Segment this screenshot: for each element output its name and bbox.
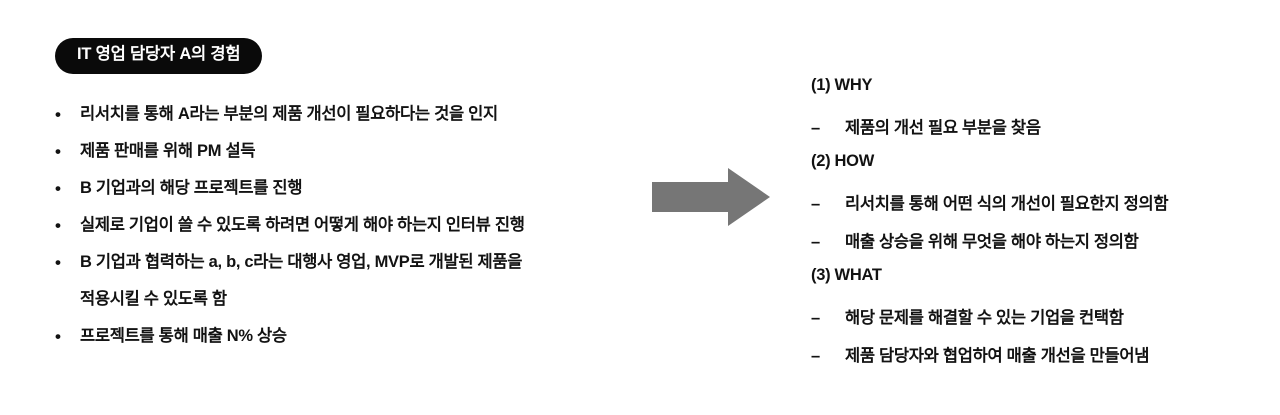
framework-detail-item: – 제품의 개선 필요 부분을 찾음 [811, 114, 1271, 152]
framework-heading-what: (3) WHAT [811, 266, 1271, 304]
bullet-marker-icon: • [55, 215, 61, 235]
bullet-marker-icon: • [55, 326, 61, 346]
framework-heading-why: (1) WHY [811, 76, 1271, 114]
bullet-marker-icon: • [55, 178, 61, 198]
framework-heading-text: (3) WHAT [811, 266, 882, 284]
list-item: • 프로젝트를 통해 매출 N% 상승 [55, 318, 655, 355]
bullet-marker-icon: • [55, 104, 61, 124]
dash-marker-icon: – [811, 309, 820, 327]
framework-heading-text: (1) WHY [811, 76, 873, 94]
arrow-right-shape [652, 168, 770, 226]
arrow-right-icon [652, 168, 770, 226]
left-panel: IT 영업 담당자 A의 경험 • 리서치를 통해 A라는 부분의 제품 개선이… [55, 38, 655, 355]
framework-detail-item: – 해당 문제를 해결할 수 있는 기업을 컨택함 [811, 304, 1271, 342]
section-title-pill: IT 영업 담당자 A의 경험 [55, 38, 263, 74]
experience-bullet-list: • 리서치를 통해 A라는 부분의 제품 개선이 필요하다는 것을 인지 • 제… [55, 96, 655, 355]
framework-heading-text: (2) HOW [811, 152, 874, 170]
list-item: • 실제로 기업이 쓸 수 있도록 하려면 어떻게 해야 하는지 인터뷰 진행 [55, 207, 655, 244]
dash-marker-icon: – [811, 347, 820, 365]
framework-detail-text: 매출 상승을 위해 무엇을 해야 하는지 정의함 [845, 233, 1139, 251]
dash-marker-icon: – [811, 119, 820, 137]
list-item-text: B 기업과의 해당 프로젝트를 진행 [80, 178, 303, 197]
framework-detail-item: – 제품 담당자와 협업하여 매출 개선을 만들어냄 [811, 342, 1271, 380]
framework-detail-text: 제품 담당자와 협업하여 매출 개선을 만들어냄 [845, 347, 1150, 365]
list-item-text: 제품 판매를 위해 PM 설득 [80, 141, 256, 160]
framework-detail-item: – 리서치를 통해 어떤 식의 개선이 필요한지 정의함 [811, 190, 1271, 228]
list-item: • B 기업과의 해당 프로젝트를 진행 [55, 170, 655, 207]
list-item-text: 실제로 기업이 쓸 수 있도록 하려면 어떻게 해야 하는지 인터뷰 진행 [80, 215, 525, 234]
dash-marker-icon: – [811, 233, 820, 251]
dash-marker-icon: – [811, 195, 820, 213]
list-item: • 제품 판매를 위해 PM 설득 [55, 133, 655, 170]
framework-detail-text: 제품의 개선 필요 부분을 찾음 [845, 119, 1041, 137]
framework-heading-how: (2) HOW [811, 152, 1271, 190]
framework-detail-item: – 매출 상승을 위해 무엇을 해야 하는지 정의함 [811, 228, 1271, 266]
list-item: • 리서치를 통해 A라는 부분의 제품 개선이 필요하다는 것을 인지 [55, 96, 655, 133]
framework-detail-text: 리서치를 통해 어떤 식의 개선이 필요한지 정의함 [845, 195, 1169, 213]
bullet-marker-icon: • [55, 252, 61, 272]
right-panel: (1) WHY – 제품의 개선 필요 부분을 찾음 (2) HOW – 리서치… [811, 76, 1271, 380]
list-item-text: B 기업과 협력하는 a, b, c라는 대행사 영업, MVP로 개발된 제품… [80, 252, 523, 308]
list-item: • B 기업과 협력하는 a, b, c라는 대행사 영업, MVP로 개발된 … [55, 244, 655, 318]
list-item-text: 프로젝트를 통해 매출 N% 상승 [80, 326, 287, 345]
framework-detail-text: 해당 문제를 해결할 수 있는 기업을 컨택함 [845, 309, 1124, 327]
bullet-marker-icon: • [55, 141, 61, 161]
list-item-text: 리서치를 통해 A라는 부분의 제품 개선이 필요하다는 것을 인지 [80, 104, 498, 123]
